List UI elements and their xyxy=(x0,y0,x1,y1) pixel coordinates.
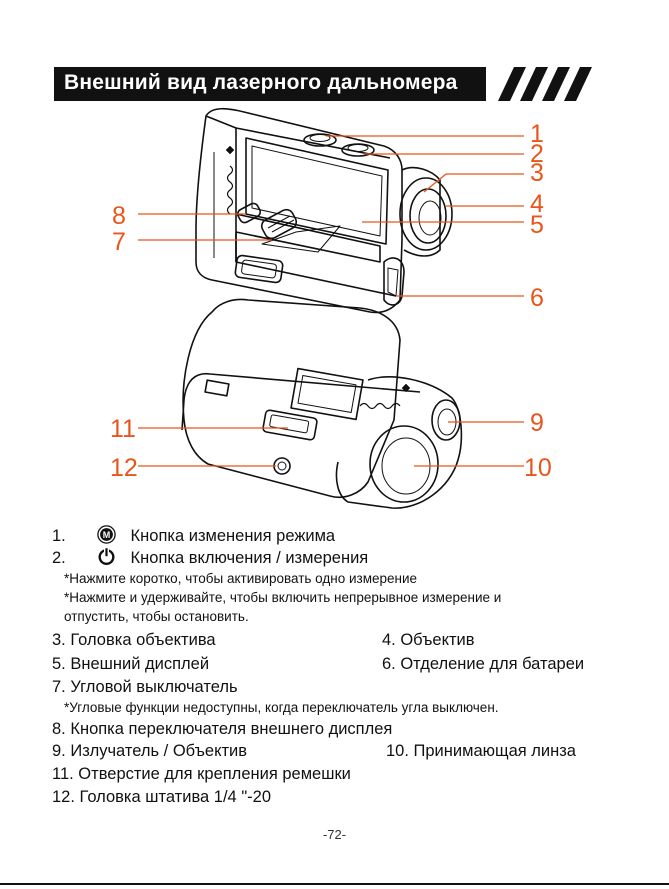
legend-item-12: 12. Головка штатива 1/4 "-20 xyxy=(52,789,271,806)
legend-item-7: 7. Угловой выключатель xyxy=(52,679,238,696)
legend-note-2b: отпустить, чтобы остановить. xyxy=(64,610,249,624)
legend-item-8: 8. Кнопка переключателя внешнего дисплея xyxy=(52,721,392,738)
legend-note-1: *Нажмите коротко, чтобы активировать одн… xyxy=(64,572,417,586)
power-icon xyxy=(97,547,116,566)
callout-5: 5 xyxy=(530,213,544,238)
legend-number: 1. xyxy=(52,527,66,545)
legend-item-2: 2. Кнопка включения / измерения xyxy=(52,547,368,567)
legend-item-10: 10. Принимающая линза xyxy=(386,743,576,760)
legend-item-1: 1. M Кнопка изменения режима xyxy=(52,525,335,545)
legend-item-6: 6. Отделение для батареи xyxy=(382,656,584,673)
callout-12: 12 xyxy=(110,456,138,481)
callout-6: 6 xyxy=(530,286,544,311)
callout-8: 8 xyxy=(112,204,126,229)
m-circle-icon: M xyxy=(97,525,116,544)
legend-note-2a: *Нажмите и удерживайте, чтобы включить н… xyxy=(64,591,501,605)
callout-11: 11 xyxy=(110,417,136,442)
svg-text:M: M xyxy=(103,530,111,540)
legend-item-4: 4. Объектив xyxy=(382,632,475,649)
page-number: -72- xyxy=(0,827,669,842)
callout-10: 10 xyxy=(524,456,552,481)
callout-3: 3 xyxy=(530,161,544,186)
callout-7: 7 xyxy=(112,230,126,255)
legend-item-11: 11. Отверстие для крепления ремешки xyxy=(52,766,351,783)
leader-line-3a xyxy=(424,174,446,192)
legend-item-5: 5. Внешний дисплей xyxy=(52,656,209,673)
legend-text: Кнопка изменения режима xyxy=(131,527,336,545)
legend-item-3: 3. Головка объектива xyxy=(52,632,216,649)
bottom-rule xyxy=(0,883,669,885)
legend-item-9: 9. Излучатель / Объектив xyxy=(52,743,247,760)
legend-text: Кнопка включения / измерения xyxy=(131,549,369,567)
callout-9: 9 xyxy=(530,411,544,436)
legend-number: 2. xyxy=(52,549,66,567)
legend-note-3: *Угловые функции недоступны, когда перек… xyxy=(64,701,499,715)
